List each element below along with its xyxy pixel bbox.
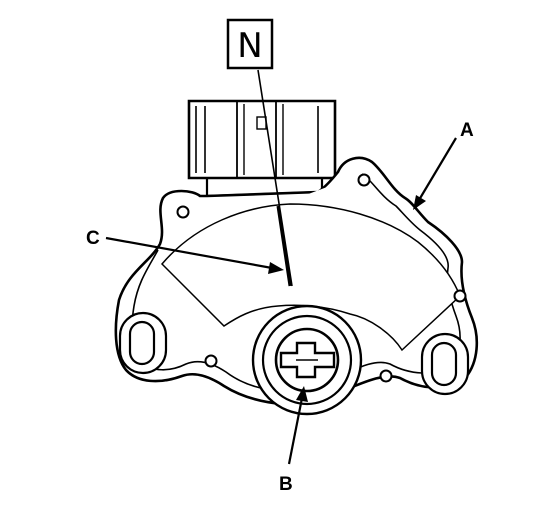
callout-b: B bbox=[279, 386, 308, 495]
callout-a-label: A bbox=[460, 120, 474, 141]
callout-a: A bbox=[413, 120, 474, 210]
position-label: N bbox=[237, 26, 262, 66]
right-slot-hole bbox=[420, 332, 470, 396]
reference-line bbox=[257, 69, 293, 287]
callout-b-label: B bbox=[279, 474, 293, 495]
detent-plate bbox=[160, 203, 461, 352]
neutral-mark bbox=[276, 205, 292, 287]
mounting-holes bbox=[176, 173, 467, 383]
left-slot-hole bbox=[118, 311, 168, 375]
shaft-hub bbox=[251, 304, 363, 416]
position-callout-box: N bbox=[226, 18, 274, 70]
connector bbox=[187, 99, 337, 198]
callout-c: C bbox=[86, 228, 284, 274]
callout-c-label: C bbox=[86, 228, 100, 249]
